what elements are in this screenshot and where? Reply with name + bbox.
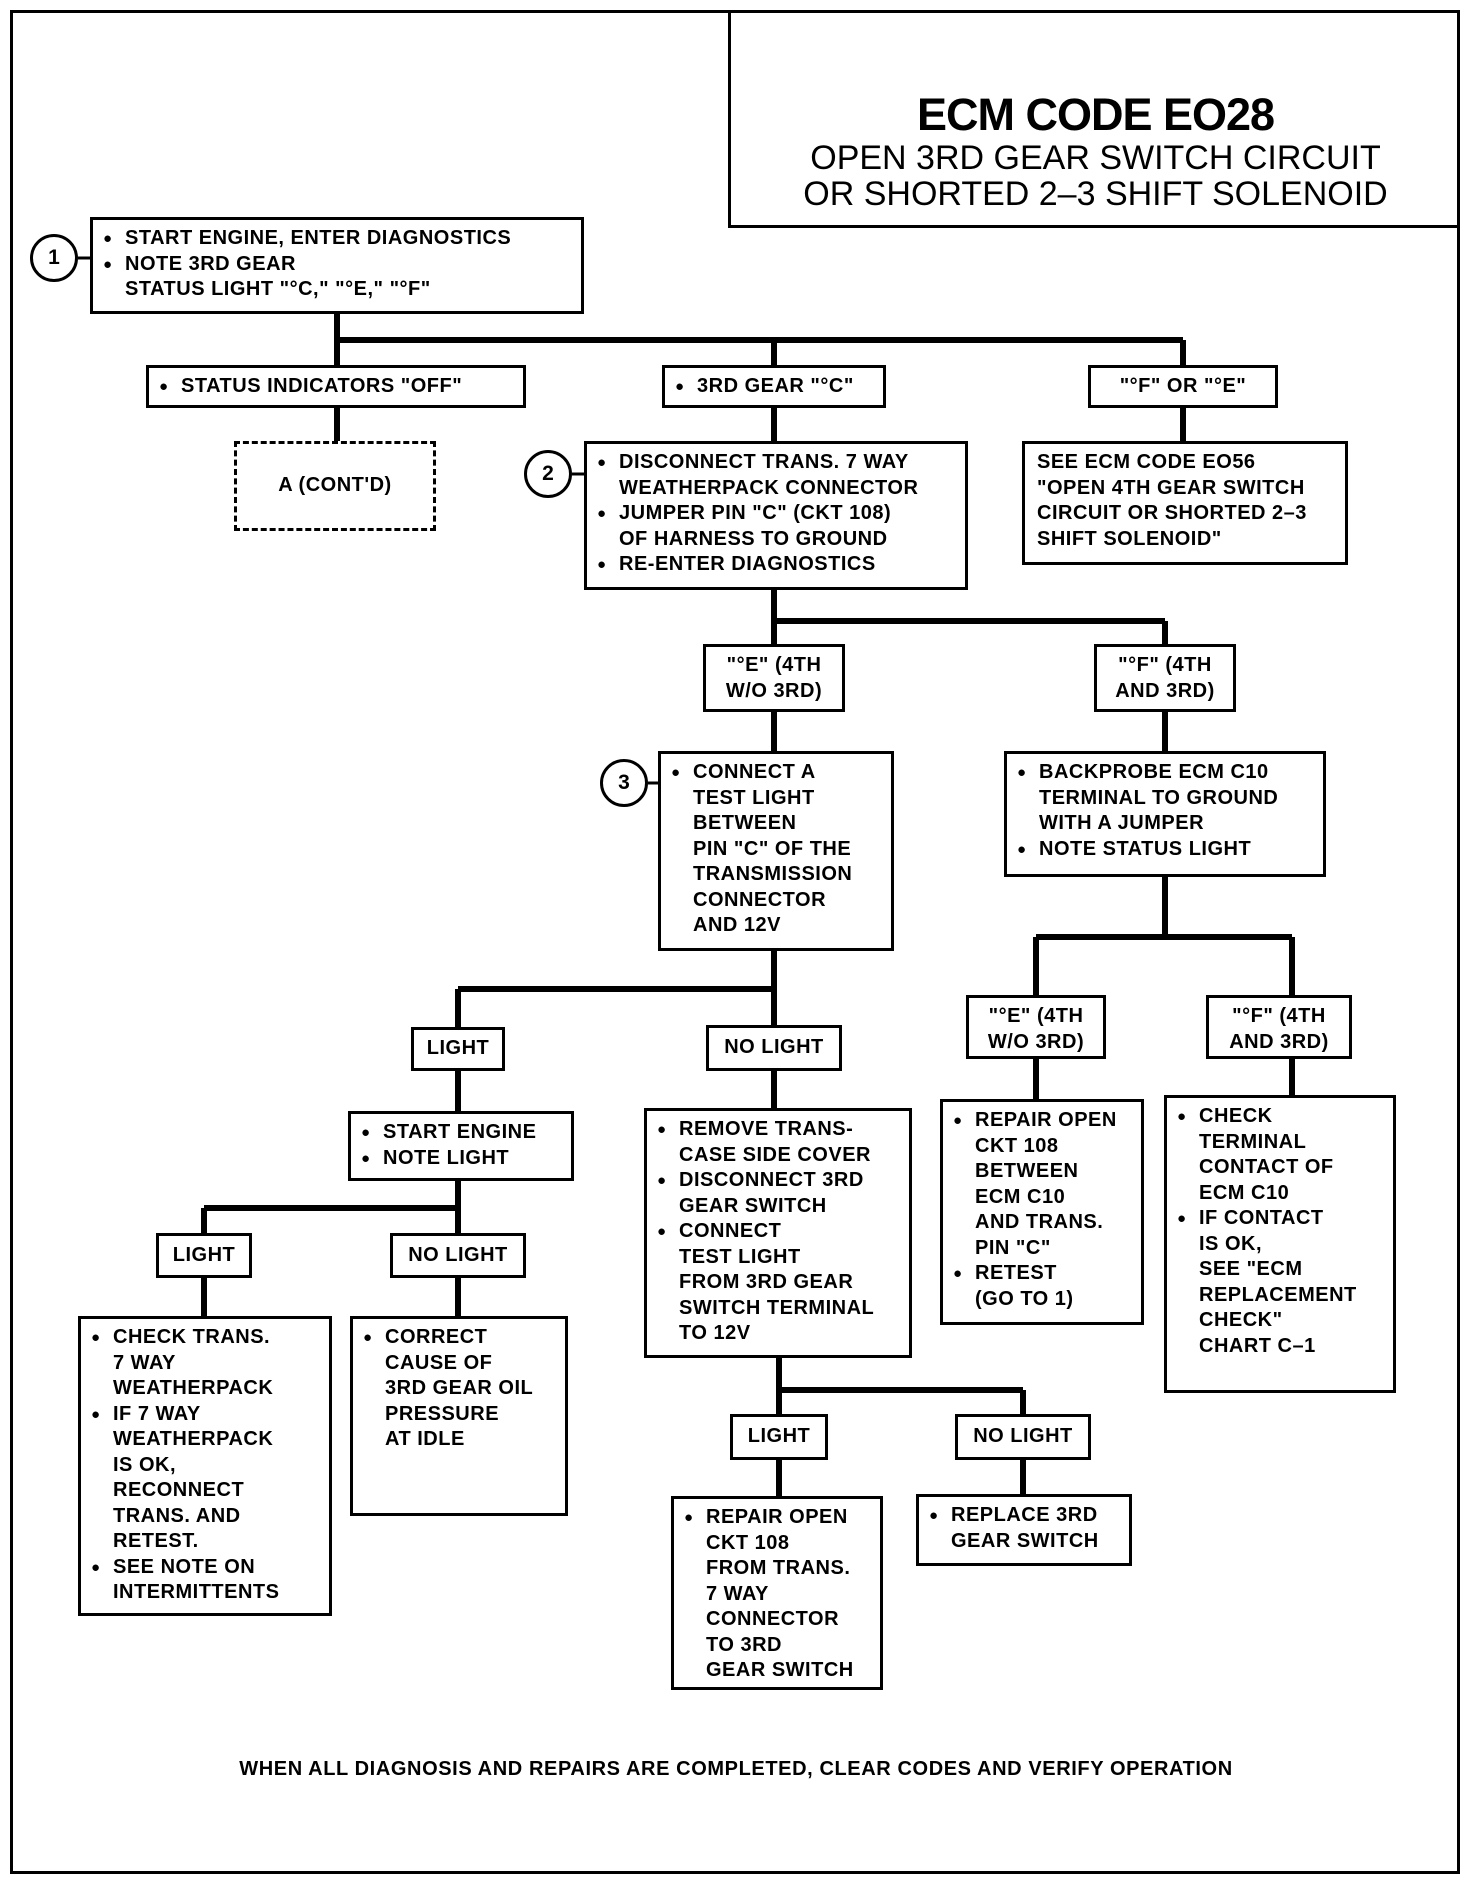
e-4th-wo-3rd-box: "°E" (4TH W/O 3RD) xyxy=(703,644,845,712)
branch-label: STATUS INDICATORS "OFF" xyxy=(157,374,515,400)
step-item: CORRECT CAUSE OF 3RD GEAR OIL PRESSURE A… xyxy=(361,1325,557,1453)
step-item: CONNECT A TEST LIGHT BETWEEN PIN "C" OF … xyxy=(669,760,883,939)
remove-cover-box: REMOVE TRANS- CASE SIDE COVER DISCONNECT… xyxy=(644,1108,912,1358)
step-item: SEE NOTE ON INTERMITTENTS xyxy=(89,1555,321,1606)
step-item: DISCONNECT TRANS. 7 WAY WEATHERPACK CONN… xyxy=(595,450,957,501)
step-item: NOTE LIGHT xyxy=(359,1146,563,1172)
check-terminal-box: CHECK TERMINAL CONTACT OF ECM C10 IF CON… xyxy=(1164,1095,1396,1393)
step-marker-3: 3 xyxy=(600,759,648,807)
title-line-2: OR SHORTED 2–3 SHIFT SOLENOID xyxy=(803,175,1388,213)
step-item: REMOVE TRANS- CASE SIDE COVER xyxy=(655,1117,901,1168)
no-light-label-box-3: NO LIGHT xyxy=(955,1414,1091,1460)
step-item: IF 7 WAY WEATHERPACK IS OK, RECONNECT TR… xyxy=(89,1402,321,1555)
start-note-light-box: START ENGINE NOTE LIGHT xyxy=(348,1111,574,1181)
repair-open-switch-box: REPAIR OPEN CKT 108 FROM TRANS. 7 WAY CO… xyxy=(671,1496,883,1690)
step-item: REPAIR OPEN CKT 108 BETWEEN ECM C10 AND … xyxy=(951,1108,1133,1261)
step-item: START ENGINE, ENTER DIAGNOSTICS xyxy=(101,226,573,252)
branch-label: LIGHT xyxy=(426,1037,490,1060)
repair-open-ecm-box: REPAIR OPEN CKT 108 BETWEEN ECM C10 AND … xyxy=(940,1099,1144,1325)
branch-label: NO LIGHT xyxy=(724,1036,824,1059)
page-frame xyxy=(10,10,1460,1874)
step-item: RETEST (GO TO 1) xyxy=(951,1261,1133,1312)
branch-label: NO LIGHT xyxy=(973,1425,1073,1448)
step-item: NOTE 3RD GEAR STATUS LIGHT "°C," "°E," "… xyxy=(101,252,573,303)
backprobe-box: BACKPROBE ECM C10 TERMINAL TO GROUND WIT… xyxy=(1004,751,1326,877)
title-block: ECM CODE EO28 OPEN 3RD GEAR SWITCH CIRCU… xyxy=(728,10,1460,228)
replace-switch-box: REPLACE 3RD GEAR SWITCH xyxy=(916,1494,1132,1566)
step-item: CHECK TRANS. 7 WAY WEATHERPACK xyxy=(89,1325,321,1402)
step-item: REPAIR OPEN CKT 108 FROM TRANS. 7 WAY CO… xyxy=(682,1505,872,1684)
branch-label: 3RD GEAR "°C" xyxy=(673,374,875,400)
third-gear-c-box: 3RD GEAR "°C" xyxy=(662,365,886,408)
no-light-label-box-2: NO LIGHT xyxy=(390,1233,526,1278)
continuation-label: A (CONT'D) xyxy=(278,474,392,497)
step-item: JUMPER PIN "C" (CKT 108) OF HARNESS TO G… xyxy=(595,501,957,552)
no-light-label-box: NO LIGHT xyxy=(706,1025,842,1071)
step-item: CHECK TERMINAL CONTACT OF ECM C10 xyxy=(1175,1104,1385,1206)
step-item: BACKPROBE ECM C10 TERMINAL TO GROUND WIT… xyxy=(1015,760,1315,837)
step-item: REPLACE 3RD GEAR SWITCH xyxy=(927,1503,1121,1554)
step-2-box: DISCONNECT TRANS. 7 WAY WEATHERPACK CONN… xyxy=(584,441,968,590)
branch-label: LIGHT xyxy=(747,1425,811,1448)
e-4th-wo-3rd-box-2: "°E" (4TH W/O 3RD) xyxy=(966,995,1106,1059)
footer-note: WHEN ALL DIAGNOSIS AND REPAIRS ARE COMPL… xyxy=(239,1758,1233,1780)
light-label-box-3: LIGHT xyxy=(730,1414,828,1460)
step-3-box: CONNECT A TEST LIGHT BETWEEN PIN "C" OF … xyxy=(658,751,894,951)
title-line-1: OPEN 3RD GEAR SWITCH CIRCUIT xyxy=(810,139,1381,177)
f-4th-and-3rd-box-2: "°F" (4TH AND 3RD) xyxy=(1206,995,1352,1059)
branch-label: NO LIGHT xyxy=(408,1243,508,1266)
step-marker-1: 1 xyxy=(30,234,78,282)
step-item: IF CONTACT IS OK, SEE "ECM REPLACEMENT C… xyxy=(1175,1206,1385,1359)
f-4th-and-3rd-box: "°F" (4TH AND 3RD) xyxy=(1094,644,1236,712)
step-item: CONNECT TEST LIGHT FROM 3RD GEAR SWITCH … xyxy=(655,1219,901,1347)
light-label-box-2: LIGHT xyxy=(156,1233,252,1278)
step-item: DISCONNECT 3RD GEAR SWITCH xyxy=(655,1168,901,1219)
page-title: ECM CODE EO28 xyxy=(916,89,1275,140)
f-or-e-box: "°F" OR "°E" xyxy=(1088,365,1278,408)
see-eo56-box: SEE ECM CODE EO56 "OPEN 4TH GEAR SWITCH … xyxy=(1022,441,1348,565)
continuation-box: A (CONT'D) xyxy=(234,441,436,531)
check-trans-box: CHECK TRANS. 7 WAY WEATHERPACK IF 7 WAY … xyxy=(78,1316,332,1616)
status-off-box: STATUS INDICATORS "OFF" xyxy=(146,365,526,408)
step-marker-2: 2 xyxy=(524,450,572,498)
step-item: NOTE STATUS LIGHT xyxy=(1015,837,1315,863)
step-item: START ENGINE xyxy=(359,1120,563,1146)
branch-label: "°F" OR "°E" xyxy=(1119,374,1247,397)
start-engine-box: START ENGINE, ENTER DIAGNOSTICS NOTE 3RD… xyxy=(90,217,584,314)
light-label-box: LIGHT xyxy=(411,1027,505,1071)
branch-label: LIGHT xyxy=(172,1243,236,1266)
correct-cause-box: CORRECT CAUSE OF 3RD GEAR OIL PRESSURE A… xyxy=(350,1316,568,1516)
step-item: RE-ENTER DIAGNOSTICS xyxy=(595,552,957,578)
